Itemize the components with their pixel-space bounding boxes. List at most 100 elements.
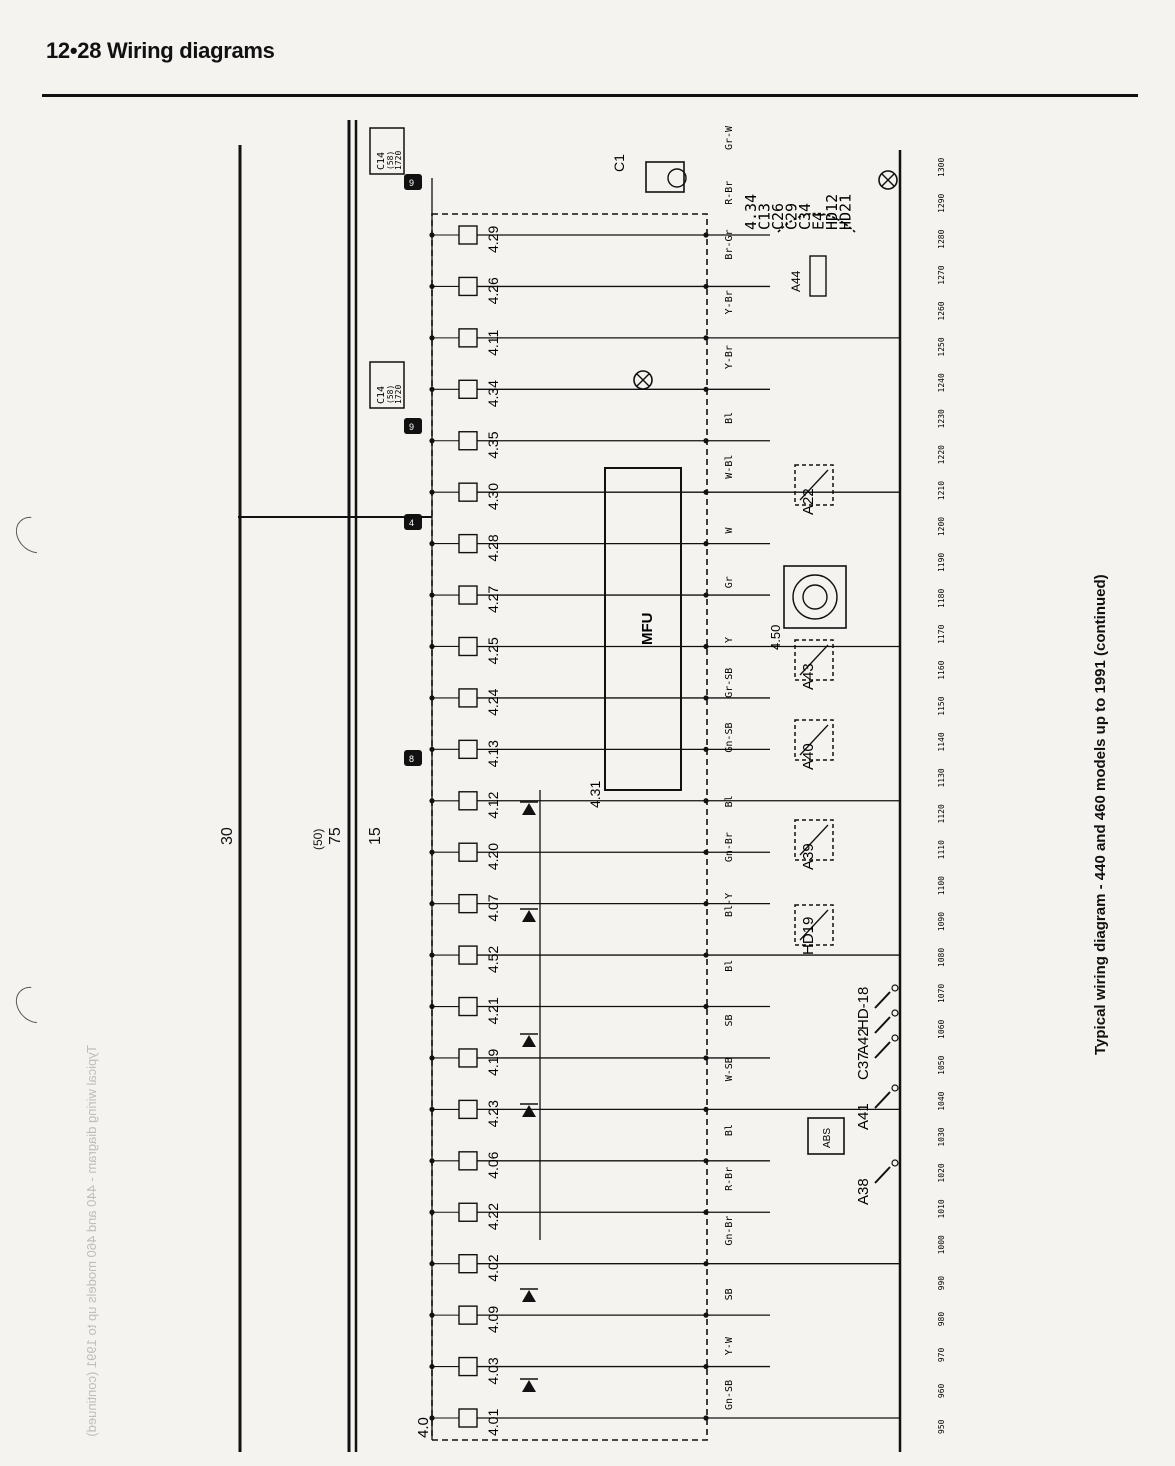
component-symbol: 4.09 — [429, 1305, 770, 1333]
wire-colour-code: Br-Gr — [724, 229, 735, 259]
cross-reference-item: C34 — [796, 203, 814, 230]
wire-colour-code: Bl — [724, 795, 735, 807]
wire-colour-code: R-Br — [724, 181, 735, 205]
grid-number: 1020 — [937, 1163, 946, 1182]
grid-number: 1200 — [937, 517, 946, 536]
svg-text:C14: C14 — [376, 386, 387, 404]
grid-number: 1040 — [937, 1091, 946, 1110]
component-id-label: 4.06 — [485, 1151, 501, 1178]
component-id-label: 4.13 — [485, 740, 501, 767]
svg-text:(58): (58) — [386, 151, 395, 170]
mfu-ref: 4.31 — [587, 781, 603, 808]
grid-number: 970 — [937, 1348, 946, 1363]
instrument-panel-label: 4.0 — [415, 1417, 432, 1438]
component-id-label: 4.23 — [485, 1100, 501, 1127]
dynamic-layer: 9509609709809901000101010201030104010501… — [404, 125, 946, 1436]
grid-number: 1260 — [937, 301, 946, 320]
component-id-label: 4.19 — [485, 1048, 501, 1075]
page-title: 12•28 Wiring diagrams — [46, 38, 275, 63]
component-id-label: 4.26 — [485, 277, 501, 304]
sensor-id-label: A40 — [800, 743, 817, 770]
component-symbol: 4.20 — [429, 842, 770, 870]
grid-number: 1230 — [937, 409, 946, 428]
pin-marker: 8 — [404, 750, 422, 766]
component-id-label: 4.07 — [485, 894, 501, 921]
component-symbol: 4.01 — [429, 1408, 900, 1436]
grid-reference-numbers: 9509609709809901000101010201030104010501… — [937, 158, 946, 1434]
cross-reference-item: 4.34 — [742, 194, 760, 230]
connector-c14-mid: C14 (58) 1720 — [369, 361, 405, 409]
component-symbol: 4.06 — [429, 1151, 770, 1179]
grid-number: 990 — [937, 1276, 946, 1291]
sensor-id-label: A42 — [855, 1028, 872, 1055]
pin-number: 9 — [409, 422, 414, 432]
instrument-components: 4.014.034.094.024.224.064.234.194.214.52… — [429, 225, 900, 1436]
wire-colour-code: Y-Br — [724, 290, 735, 314]
wire-colour-code: Gr — [724, 576, 735, 588]
component-symbol: 4.11 — [429, 328, 900, 356]
component-symbol: 4.27 — [429, 585, 770, 613]
component-id-label: 4.01 — [485, 1409, 501, 1436]
wire-colour-code: Y-Br — [724, 345, 735, 369]
abs-unit: ABS — [807, 1117, 845, 1155]
component-symbol: 4.35 — [429, 431, 770, 459]
pin-marker: 9 — [404, 174, 422, 190]
sensor-id-label: HD19 — [800, 917, 817, 955]
circuit-75-label: 75 — [327, 827, 344, 845]
wire-colour-code: SB — [724, 1288, 735, 1300]
wire-colour-code: W-Bl — [724, 455, 735, 479]
diode-symbol — [520, 1288, 538, 1302]
grid-number: 1100 — [937, 876, 946, 895]
component-symbol: 4.23 — [429, 1099, 900, 1127]
wire-colour-codes: Gn-SBY-WSBGn-BrR-BrBlW-SBSBBlBl-YGn-BrBl… — [724, 125, 735, 1410]
grid-number: 1110 — [937, 840, 946, 859]
grid-number: 1270 — [937, 265, 946, 284]
cross-reference-item: HD21 — [837, 194, 855, 230]
component-symbol: 4.02 — [429, 1253, 900, 1282]
svg-text:A44: A44 — [789, 270, 803, 292]
sensor-symbol: C37 — [855, 1034, 899, 1080]
pin-marker: 4 — [404, 514, 422, 530]
component-symbol: 4.12 — [429, 791, 900, 819]
sensor-symbol: A43 — [794, 639, 834, 690]
component-symbol: 4.21 — [429, 996, 770, 1025]
wire-colour-code: Gr-SB — [724, 668, 735, 698]
grid-number: 1050 — [937, 1055, 946, 1074]
sensor-symbol: HD-18 — [855, 984, 899, 1030]
svg-text:C14: C14 — [376, 152, 387, 170]
grid-number: 950 — [937, 1419, 946, 1434]
pin-number: 4 — [409, 518, 414, 528]
cross-reference-item: C26 — [769, 203, 787, 230]
svg-text:4.50: 4.50 — [768, 625, 783, 650]
c1-unit: C1 — [611, 154, 687, 193]
svg-text:ABS: ABS — [822, 1128, 833, 1148]
grid-number: 1030 — [937, 1127, 946, 1146]
sensor-symbol: A42 — [855, 1009, 899, 1055]
grid-number: 1250 — [937, 337, 946, 356]
wire-colour-code: W — [724, 526, 735, 533]
lamp-icon — [878, 170, 898, 190]
diode-symbol — [520, 908, 538, 922]
warning-lamp-icon — [633, 370, 653, 390]
component-symbol: 4.34 — [429, 379, 770, 407]
component-id-label: 4.12 — [485, 791, 501, 818]
component-id-label: 4.27 — [485, 586, 501, 613]
grid-number: 1240 — [937, 373, 946, 392]
component-symbol: 4.07 — [429, 893, 770, 922]
grid-number: 1190 — [937, 553, 946, 572]
wire-colour-code: Y — [724, 637, 735, 643]
component-symbol: 4.30 — [429, 482, 900, 510]
cross-reference-item: C29 — [783, 203, 801, 230]
rotary-switch-4-50: 4.50 — [768, 565, 847, 650]
component-symbol: 4.22 — [429, 1202, 770, 1230]
grid-number: 1170 — [937, 624, 946, 643]
component-id-label: 4.30 — [485, 483, 501, 510]
sensor-symbol: A38 — [855, 1159, 899, 1205]
wire-colour-code: Y-W — [724, 1336, 735, 1355]
svg-text:1720: 1720 — [394, 385, 403, 404]
wire-colour-code: Bl — [724, 412, 735, 424]
cross-reference-item: HD12 — [823, 194, 841, 230]
sensor-id-label: A38 — [855, 1178, 872, 1205]
